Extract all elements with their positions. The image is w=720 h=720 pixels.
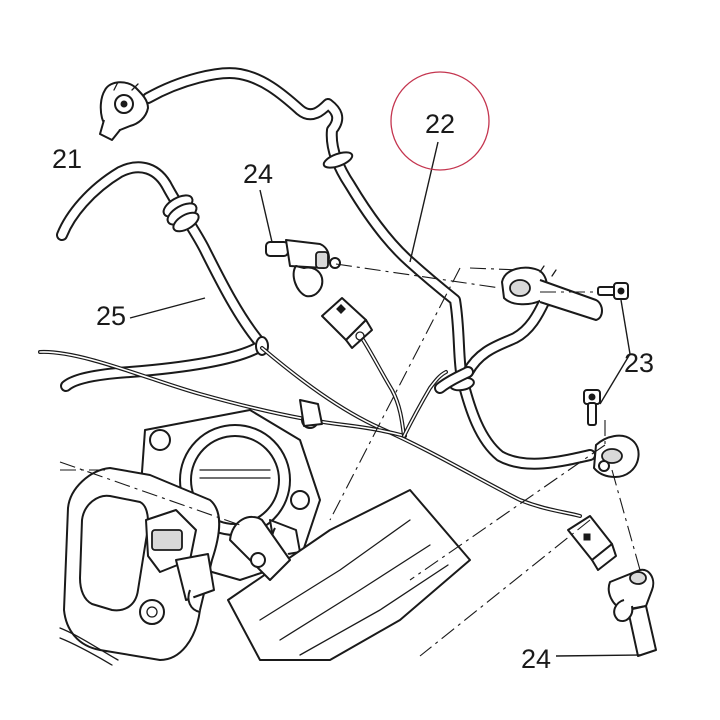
callout-22: 22	[425, 109, 455, 139]
sensor-mount-bracket	[593, 434, 640, 478]
bolt-part-23-bottom	[583, 389, 601, 426]
hose-22	[142, 67, 596, 470]
actuator-housing	[63, 467, 221, 661]
callout-24-bottom: 24	[521, 644, 551, 674]
callout-23: 23	[624, 348, 654, 378]
hose-25	[56, 161, 269, 392]
wire-harness	[38, 333, 582, 518]
callout-24-top: 24	[243, 159, 273, 189]
callout-highlight-ring	[390, 71, 490, 171]
fitting-upper-right	[501, 265, 603, 321]
sensor-part-24-bottom	[607, 568, 657, 657]
connector-plug-top	[321, 297, 373, 349]
bolt-part-23-top	[597, 282, 629, 300]
connector-plug-bottom	[567, 515, 617, 571]
callout-21: 21	[52, 144, 82, 174]
intake-plenum	[59, 489, 471, 666]
sensor-part-24-top	[265, 239, 341, 298]
callout-25: 25	[96, 301, 126, 331]
clip-part-21	[99, 81, 149, 141]
assembly-centerlines	[59, 263, 641, 657]
leader-lines	[129, 141, 641, 657]
